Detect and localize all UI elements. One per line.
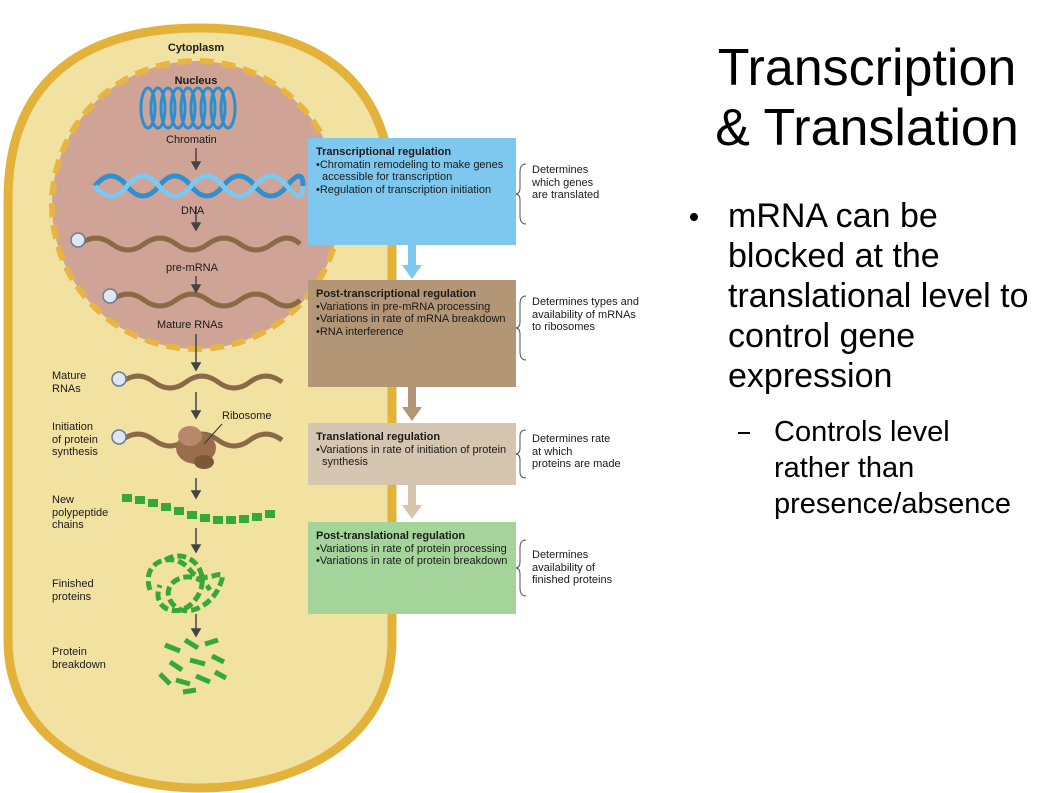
mrna-cap [70, 232, 86, 248]
chromatin-coil [139, 86, 237, 130]
transcriptional-note: Determines which genes are translated [532, 164, 600, 202]
ribosome-icon [176, 426, 216, 469]
mature-rnas-nucleus-label: Mature RNAs [157, 319, 224, 331]
sub-bullet-item: Controls level rather than presence/abse… [690, 414, 1030, 522]
protein-breakdown-label: Protein breakdown [52, 646, 106, 671]
slide-title: Transcription & Translation [682, 38, 1052, 158]
initiation-label: Initiation of protein synthesis [52, 421, 98, 459]
box-item: RNA interference [316, 326, 510, 339]
finished-protein [145, 553, 225, 614]
gene-regulation-diagram [3, 23, 527, 793]
box-item: Variations in rate of protein breakdown [316, 555, 510, 568]
pre-mrna-label: pre-mRNA [166, 262, 218, 274]
translational-note: Determines rate at which proteins are ma… [532, 433, 621, 471]
dna-label: DNA [181, 205, 205, 217]
box-item: Chromatin remodeling to make genes acces… [316, 159, 510, 184]
mrna-cap [111, 371, 127, 387]
bullet-text: mRNA can be blocked at the translational… [728, 197, 1029, 395]
bullet-item: mRNA can be blocked at the translational… [690, 196, 1030, 396]
box-item: Variations in rate of mRNA breakdown [316, 313, 510, 326]
box-item: Variations in pre-mRNA processing [316, 301, 510, 314]
box-item: Regulation of transcription initiation [316, 184, 510, 197]
pre-mrna-strand [78, 235, 302, 253]
post-translational-note: Determines availability of finished prot… [532, 549, 613, 587]
box-title: Post-transcriptional regulation [316, 288, 477, 300]
nucleus-label: Nucleus [174, 75, 218, 87]
bullet-list: mRNA can be blocked at the translational… [690, 196, 1030, 522]
box-title: Post-translational regulation [316, 530, 466, 542]
ribosome-label: Ribosome [222, 410, 272, 422]
bullet-dot-icon [690, 213, 698, 221]
mrna-cap [111, 429, 127, 445]
sub-bullet-text: Controls level rather than presence/abse… [774, 416, 1011, 520]
mature-rna-strand [120, 373, 284, 391]
dna-helix [93, 173, 306, 199]
title-line-2: & Translation [715, 99, 1019, 157]
mrna-cap [102, 288, 118, 304]
dash-icon [738, 432, 750, 434]
translational-regulation-box: Translational regulation Variations in r… [308, 423, 516, 485]
braces [514, 163, 527, 597]
ribosome-pointer [203, 423, 223, 445]
box-title: Transcriptional regulation [316, 146, 452, 158]
post-translational-regulation-box: Post-translational regulation Variations… [308, 522, 516, 614]
finished-proteins-label: Finished proteins [52, 578, 94, 603]
cytoplasm-label: Cytoplasm [167, 42, 225, 54]
new-chains-label: New polypeptide chains [52, 494, 109, 532]
transcriptional-regulation-box: Transcriptional regulation Chromatin rem… [308, 138, 516, 245]
box-item: Variations in rate of initiation of prot… [316, 444, 510, 469]
chromatin-label: Chromatin [166, 134, 217, 146]
box-item: Variations in rate of protein processing [316, 543, 510, 556]
box-title: Translational regulation [316, 431, 441, 443]
polypeptide-chain [122, 494, 275, 524]
regulation-arrows [402, 245, 422, 519]
post-transcriptional-regulation-box: Post-transcriptional regulation Variatio… [308, 280, 516, 387]
mature-rna-nucleus-strand [110, 291, 302, 309]
protein-fragments [158, 637, 228, 695]
title-line-1: Transcription [717, 39, 1017, 97]
mature-rnas-label: Mature RNAs [52, 370, 87, 395]
flow-arrows [190, 148, 202, 638]
post-transcriptional-note: Determines types and availability of mRN… [532, 296, 639, 334]
